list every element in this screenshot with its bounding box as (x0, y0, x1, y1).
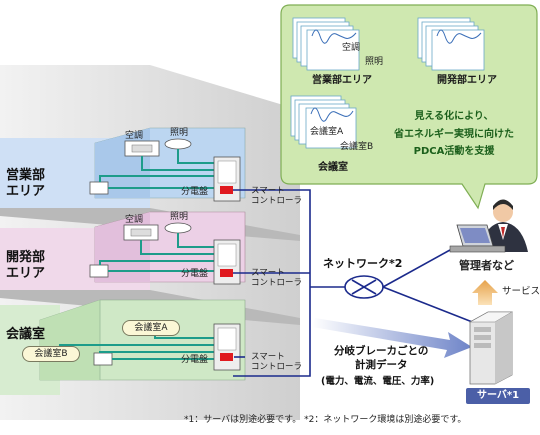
bubble-room-b-label: 会議室B (340, 142, 374, 152)
outlets (89, 181, 113, 366)
bubble-sales-label: 営業部エリア (312, 75, 372, 86)
data-label: 分岐ブレーカごとの 計測データ (334, 345, 429, 372)
room-a-label: 会議室A (122, 320, 180, 336)
panel-label: 分電盤 (181, 269, 209, 279)
aircon-label: 空調 (125, 131, 144, 141)
smart-controller-label: スマート コントローラ (251, 186, 303, 207)
service-arrow (472, 280, 498, 305)
smart-controller-label: スマート コントローラ (251, 268, 303, 289)
aircon-label: 空調 (125, 215, 144, 225)
distribution-panels (213, 156, 241, 371)
bubble-dev-label: 開発部エリア (437, 75, 497, 86)
lighting-label: 照明 (170, 128, 189, 138)
panel-label: 分電盤 (181, 355, 209, 365)
footnote: *1：サーバは別途必要です。 *2：ネットワーク環境は別途必要です。 (184, 415, 467, 425)
chart-panels (290, 17, 485, 149)
floor-label-sales: 営業部 エリア (6, 168, 46, 200)
network-lines (233, 189, 481, 377)
bubble-meeting-label: 会議室 (318, 162, 348, 173)
network-label: ネットワーク*2 (323, 257, 403, 270)
lighting-label: 照明 (170, 212, 189, 222)
data-sub-label: (電力、電流、電圧、力率) (321, 376, 435, 387)
manager-label: 管理者など (459, 259, 514, 272)
chart-waves (310, 29, 482, 122)
server (468, 311, 514, 385)
data-arrow (312, 318, 472, 358)
smart-controller-label: スマート コントローラ (251, 352, 303, 373)
panel-label: 分電盤 (181, 187, 209, 197)
room-b-label: 会議室B (22, 346, 80, 362)
highlight-text: 見える化により、 省エネルギー実現に向けた PDCA活動を支援 (394, 111, 514, 157)
service-label: サービス (502, 286, 540, 297)
bubble-room-a-label: 会議室A (310, 127, 344, 137)
aircon-units (123, 140, 160, 241)
bubble-lighting-label: 照明 (365, 57, 384, 67)
floor-label-meeting: 会議室 (6, 327, 46, 342)
server-label: サーバ*1 (466, 388, 530, 404)
manager-figure (449, 199, 528, 253)
floor-label-dev: 開発部 エリア (6, 250, 46, 282)
network-hub (344, 275, 384, 299)
bubble-aircon-label: 空調 (342, 43, 361, 53)
